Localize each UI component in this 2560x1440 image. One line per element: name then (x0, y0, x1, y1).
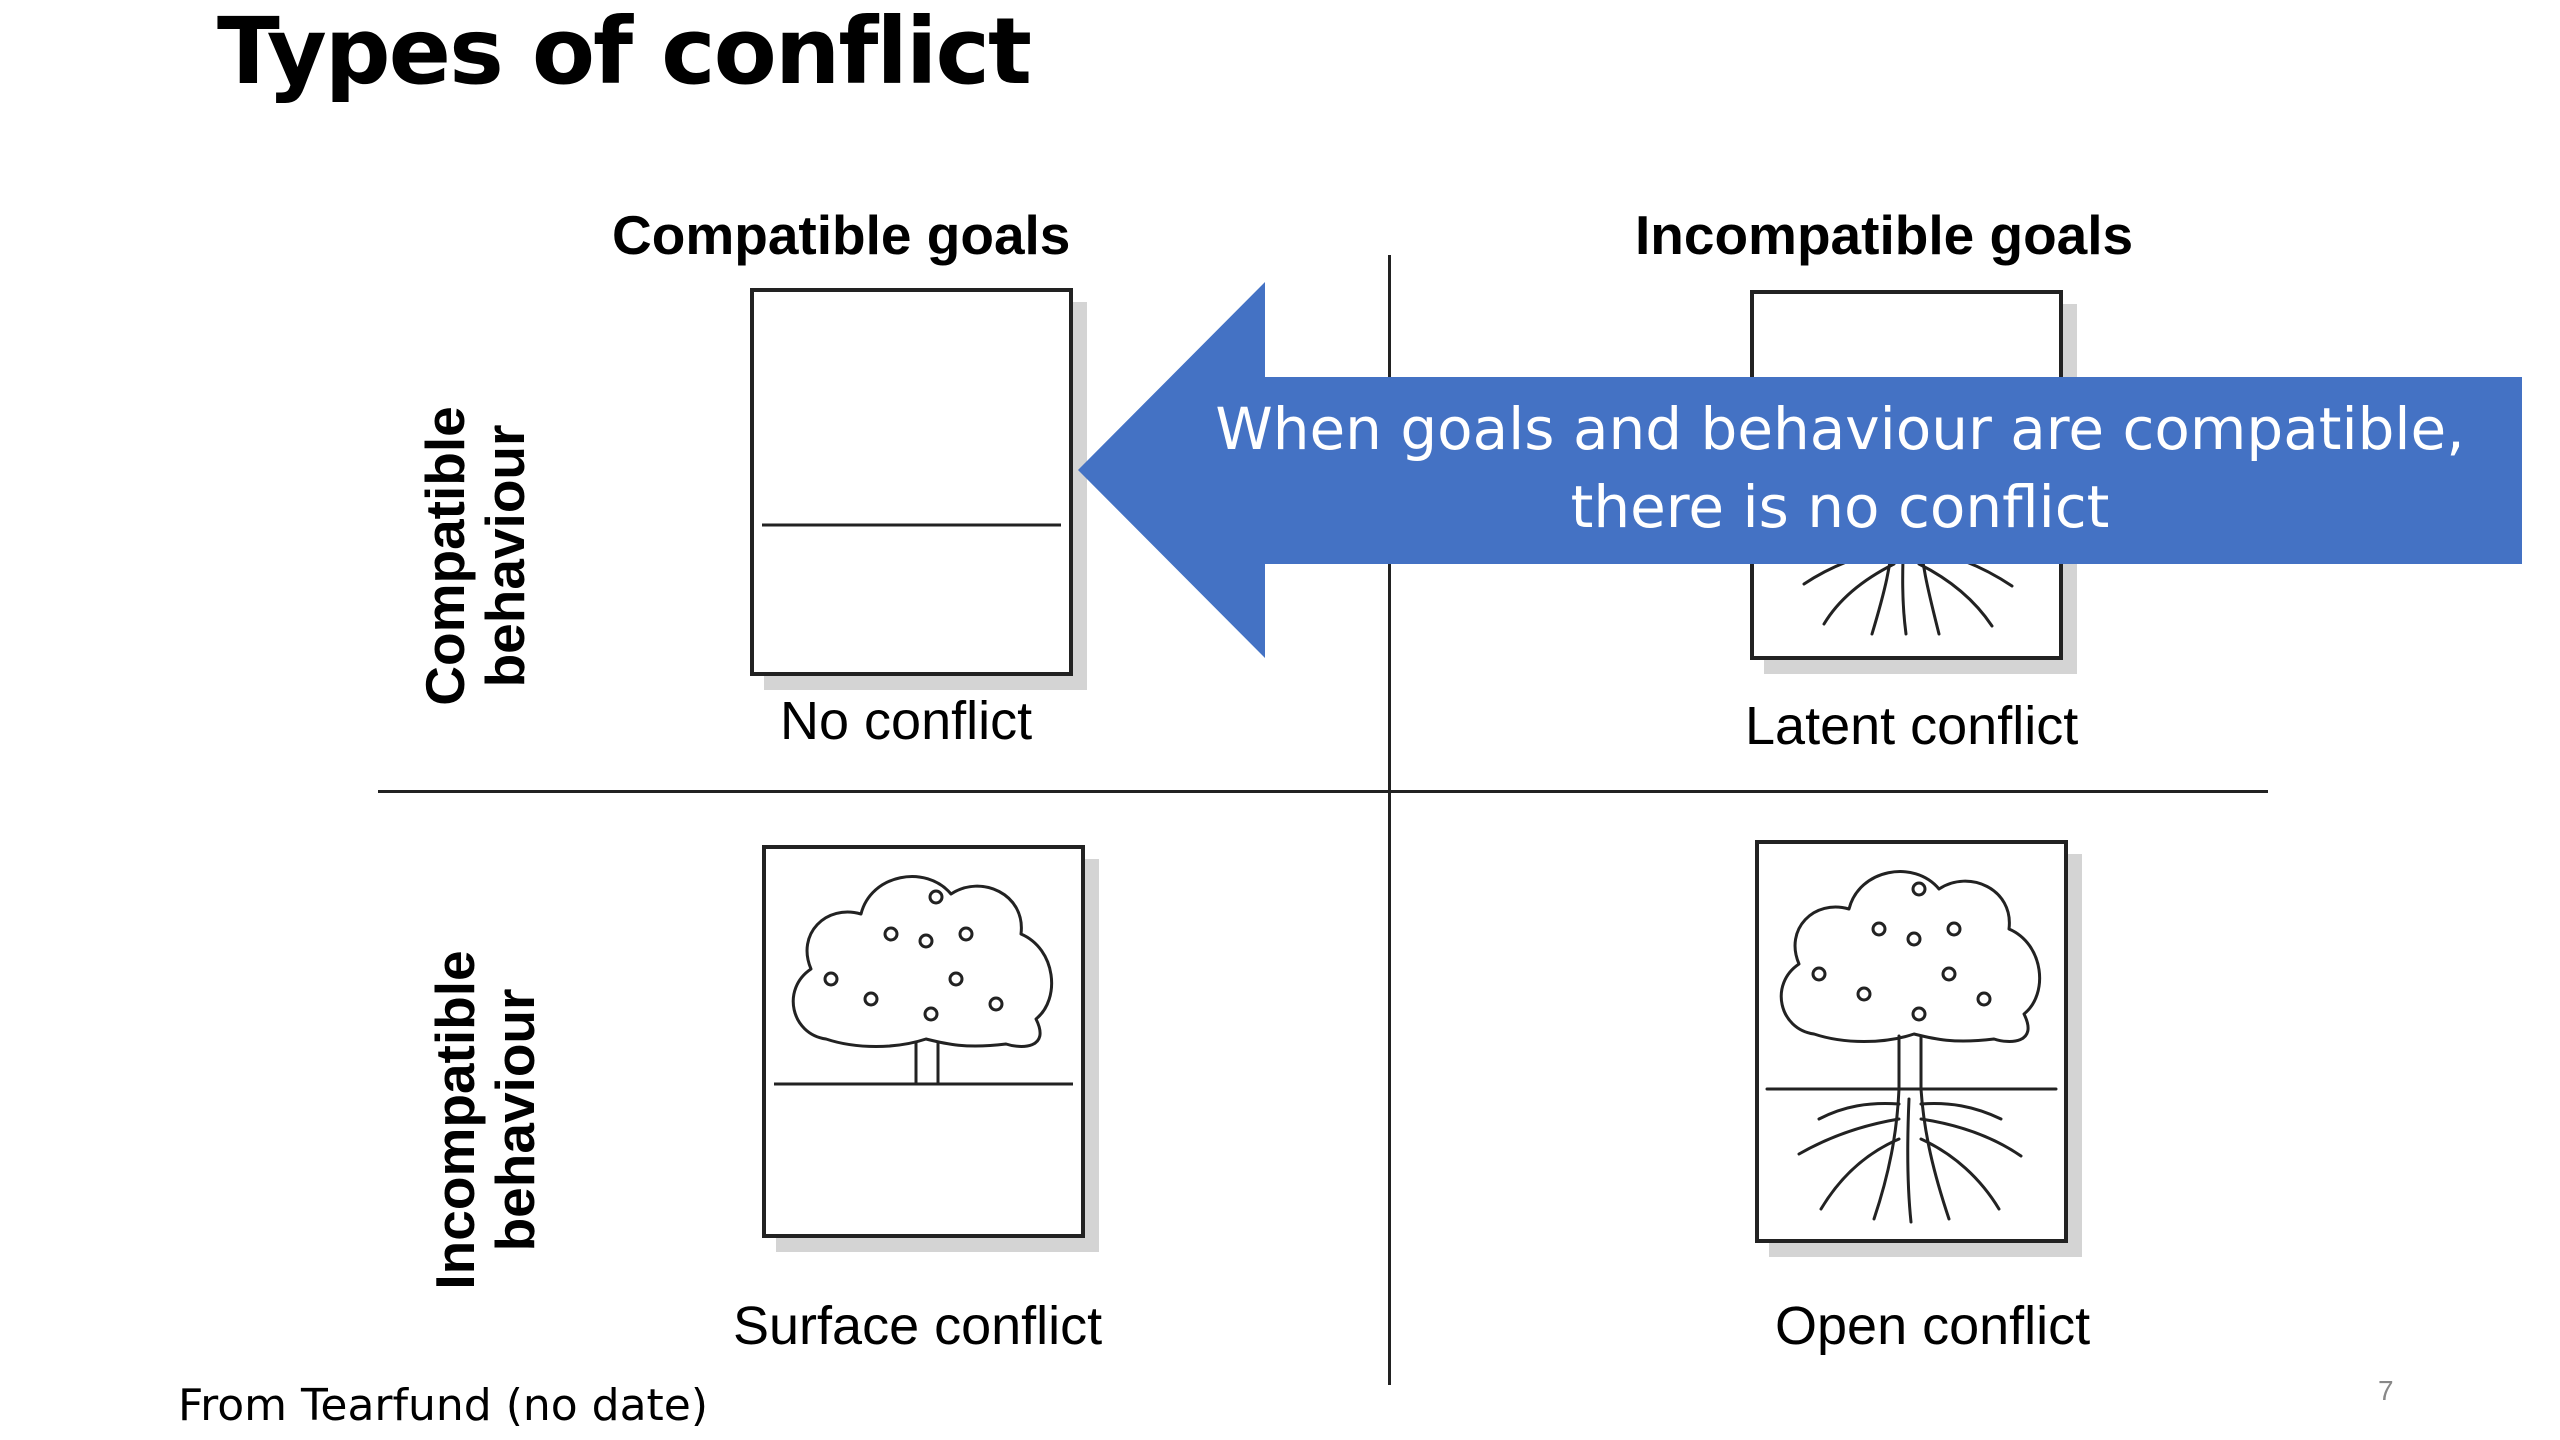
row-header-line2: behaviour (484, 988, 546, 1252)
column-header-compatible-goals: Compatible goals (612, 204, 1071, 266)
surface-conflict-label: Surface conflict (733, 1296, 1103, 1356)
row-header-incompatible-behaviour: Incompatible behaviour (424, 905, 546, 1335)
surface-conflict-picture (762, 845, 1085, 1238)
tree-icon (774, 875, 1073, 1086)
row-header-line1: Incompatible (424, 950, 486, 1290)
row-header-line2: behaviour (474, 424, 536, 688)
tree-with-roots-icon (1765, 870, 2058, 1224)
row-header-compatible-behaviour: Compatible behaviour (414, 371, 536, 741)
callout-text: When goals and behaviour are compatible,… (1215, 395, 2465, 541)
slide-title: Types of conflict (217, 0, 1032, 105)
no-conflict-label: No conflict (780, 691, 1033, 751)
empty-ground-icon (762, 523, 1061, 527)
left-arrow-shape (1078, 282, 2522, 658)
no-conflict-picture (750, 288, 1073, 676)
horizontal-divider (378, 790, 2268, 793)
open-conflict-label: Open conflict (1775, 1296, 2091, 1356)
vertical-divider (1388, 255, 1391, 1385)
row-header-line1: Compatible (414, 406, 476, 706)
callout-arrow: When goals and behaviour are compatible,… (1078, 282, 2522, 658)
column-header-incompatible-goals: Incompatible goals (1635, 204, 2134, 266)
latent-conflict-label: Latent conflict (1745, 696, 2079, 756)
page-number: 7 (2378, 1375, 2394, 1406)
open-conflict-picture (1755, 840, 2068, 1243)
source-citation: From Tearfund (no date) (178, 1380, 709, 1431)
